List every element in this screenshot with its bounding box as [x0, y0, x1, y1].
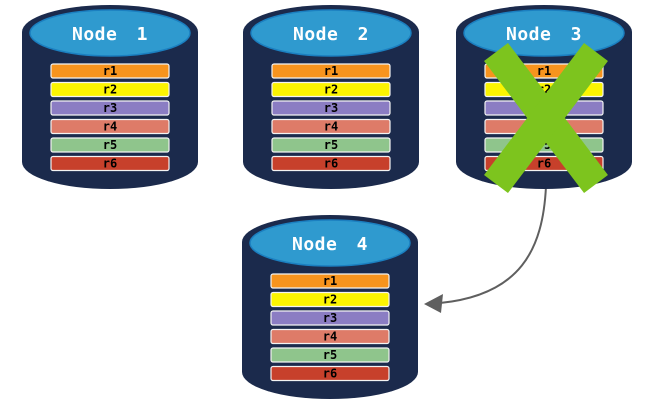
record-bar-r5: r5 [50, 137, 170, 153]
record-label: r3 [323, 311, 337, 325]
node-title: Node 1 [72, 24, 148, 45]
record-label: r4 [103, 120, 117, 134]
record-label: r2 [323, 293, 337, 307]
record-bar-r1: r1 [270, 273, 390, 289]
record-label: r6 [324, 157, 338, 171]
node-title: Node 4 [292, 234, 368, 255]
record-label: r2 [103, 83, 117, 97]
record-label: r2 [324, 83, 338, 97]
record-bar-r2: r2 [271, 81, 391, 98]
record-bar-r3: r3 [270, 310, 390, 326]
cylinder-top [249, 219, 411, 267]
record-label: r6 [323, 367, 337, 381]
node-1: Node 1 r1 r2 r3 r4 r5 r6 [22, 5, 198, 189]
record-label: r6 [537, 157, 551, 171]
record-label: r5 [323, 348, 337, 362]
record-label: r1 [323, 274, 337, 288]
record-bar-r4: r4 [50, 118, 170, 135]
record-label: r4 [324, 120, 338, 134]
failover-arrow [424, 185, 547, 313]
record-label: r1 [324, 64, 338, 78]
node-title: Node 2 [293, 24, 369, 45]
record-bar-r4: r4 [271, 118, 391, 135]
node-2: Node 2 r1 r2 r3 r4 r5 r6 [243, 5, 419, 189]
record-label: r1 [103, 64, 117, 78]
record-bar-r1: r1 [50, 63, 170, 79]
record-label: r6 [103, 157, 117, 171]
failover-arrowhead-icon [424, 294, 443, 313]
record-bar-r5: r5 [271, 137, 391, 153]
record-bar-r6: r6 [271, 155, 391, 172]
cylinder-top [29, 9, 191, 57]
record-bar-r6: r6 [270, 365, 390, 382]
record-label: r3 [324, 101, 338, 115]
node-title: Node 3 [506, 24, 582, 45]
record-label: r1 [537, 64, 551, 78]
record-bar-r5: r5 [270, 347, 390, 363]
failure-x-icon [484, 42, 608, 194]
record-bar-r3: r3 [50, 100, 170, 116]
record-bar-r4: r4 [270, 328, 390, 345]
record-bar-r6: r6 [50, 155, 170, 172]
record-bar-r2: r2 [270, 291, 390, 308]
node-3: Node 3 r1 r2 r3 r4 r5 r6 [456, 5, 632, 194]
record-bar-r3: r3 [271, 100, 391, 116]
failover-arrow-curve [439, 185, 547, 304]
record-bar-r2: r2 [50, 81, 170, 98]
record-bar-r1: r1 [271, 63, 391, 79]
node-4: Node 4 r1 r2 r3 r4 r5 r6 [242, 215, 418, 399]
record-label: r3 [103, 101, 117, 115]
cylinder-top [250, 9, 412, 57]
record-label: r4 [323, 330, 337, 344]
record-label: r5 [324, 138, 338, 152]
record-label: r5 [103, 138, 117, 152]
